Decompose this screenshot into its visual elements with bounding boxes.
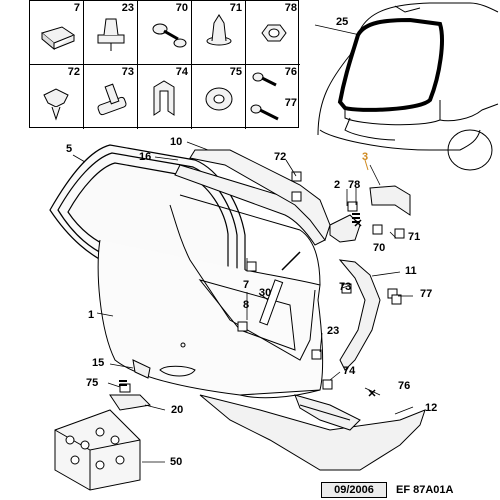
callout-25: 25 — [336, 16, 349, 28]
callout-12: 12 — [425, 402, 438, 414]
legend-number: 74 — [175, 66, 188, 78]
legend-cell: 73 — [84, 65, 138, 129]
washer-icon — [205, 87, 233, 111]
fir-tree-clip-icon — [43, 88, 69, 121]
legend-cell: 70 — [138, 1, 192, 65]
legend-cell: 74 — [138, 65, 192, 129]
callout-74: 74 — [343, 365, 356, 377]
revision-date: 09/2006 — [321, 482, 387, 498]
side-trim — [338, 259, 381, 371]
callout-23: 23 — [327, 325, 340, 337]
callout-15: 15 — [92, 357, 105, 369]
callout-77: 77 — [420, 288, 433, 300]
spring-clip-icon — [153, 80, 175, 116]
expansion-clip-icon — [206, 14, 232, 46]
callout-3: 3 — [362, 151, 369, 163]
legend-cell: 75 — [192, 65, 246, 129]
springs — [119, 213, 360, 386]
bracket — [369, 185, 411, 216]
legend-number: 70 — [175, 2, 188, 14]
rectangular-plug-icon — [40, 26, 76, 51]
highlight-leader — [364, 159, 369, 171]
legend-cell: 78 — [246, 1, 300, 65]
callout-7: 7 — [243, 279, 250, 291]
callout-73: 73 — [339, 281, 352, 293]
callout-75: 75 — [86, 377, 99, 389]
callout-2: 2 — [334, 179, 341, 191]
car-thumbnail — [317, 2, 499, 171]
legend-number: 75 — [229, 66, 242, 78]
push-clip-icon — [97, 18, 125, 51]
self-tapping-screw-icon — [250, 72, 279, 121]
callout-71: 71 — [408, 231, 421, 243]
legend-number: 7 — [73, 2, 80, 14]
fixings-box — [54, 409, 141, 491]
callout-20: 20 — [171, 404, 184, 416]
callout-50: 50 — [170, 456, 183, 468]
callout-1: 1 — [88, 309, 95, 321]
gas-strut — [259, 251, 301, 326]
callout-8: 8 — [243, 299, 250, 311]
stud-clip-icon — [97, 83, 127, 116]
legend-cell: 76 77 — [246, 65, 300, 129]
part-markers — [237, 171, 405, 390]
legend-number: 23 — [121, 2, 134, 14]
legend-cell: 23 — [84, 1, 138, 65]
legend-cell: 71 — [192, 1, 246, 65]
diagram-code: EF 87A01A — [396, 484, 454, 496]
lower-panel — [199, 394, 426, 471]
callout-70: 70 — [373, 242, 386, 254]
legend-cell: 7 — [30, 1, 84, 65]
legend-number: 77 — [284, 97, 297, 109]
screw-with-washer-icon — [152, 23, 187, 48]
legend-number: 72 — [67, 66, 80, 78]
legend-cell: 72 — [30, 65, 84, 129]
callout-10: 10 — [170, 136, 183, 148]
leader-lines — [72, 24, 414, 463]
callout-30: 30 — [259, 287, 272, 299]
callout-72: 72 — [274, 151, 287, 163]
legend-number: 73 — [121, 66, 134, 78]
legend-number: 71 — [229, 2, 242, 14]
callout-16: 16 — [139, 151, 152, 163]
callout-5: 5 — [66, 143, 73, 155]
legend-number: 78 — [284, 2, 297, 14]
callout-78: 78 — [348, 179, 361, 191]
tailgate-body — [97, 194, 324, 399]
legend-number: 76 — [284, 66, 297, 78]
callout-11: 11 — [405, 265, 417, 277]
hinge — [329, 214, 361, 243]
handle — [109, 359, 152, 411]
part-legend-grid: 7 23 70 71 78 72 73 74 75 76 77 — [29, 0, 300, 129]
callout-76: 76 — [398, 380, 411, 392]
upper-trim — [174, 149, 331, 246]
hex-nut-icon — [261, 24, 287, 42]
